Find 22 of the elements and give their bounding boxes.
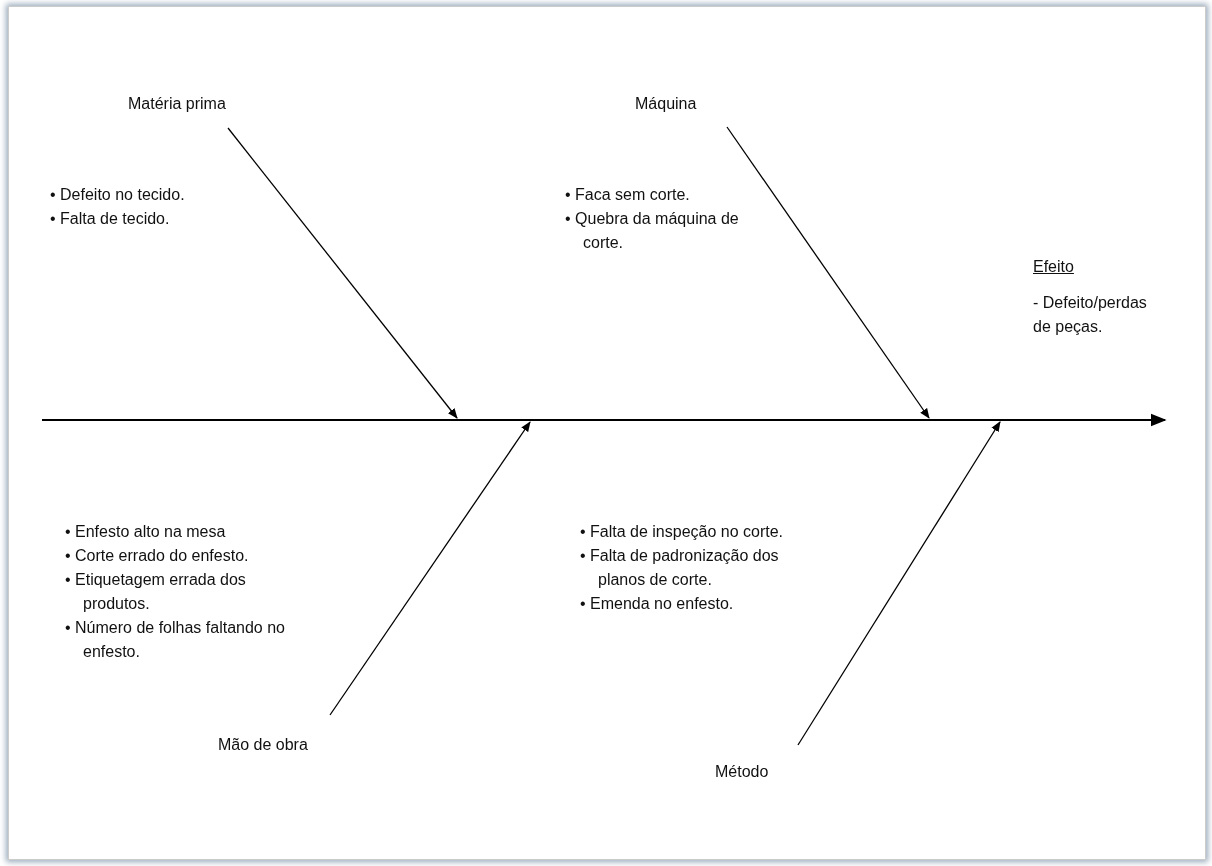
cause-item: • Número de folhas faltando no enfesto.: [65, 618, 286, 662]
arrow: [726, 126, 930, 419]
arrow: [227, 127, 458, 419]
arrow: [797, 421, 1001, 746]
category-label: Máquina: [635, 94, 698, 114]
category-label: Matéria prima: [128, 94, 227, 114]
spine-arrow: [41, 413, 1167, 427]
cause-item: • Emenda no enfesto.: [580, 594, 735, 614]
cause-item: • Etiquetagem errada dos produtos.: [65, 570, 247, 614]
effect-text: - Defeito/perdas de peças.: [1033, 293, 1148, 337]
category-label: Método: [715, 762, 770, 782]
category-label: Mão de obra: [218, 735, 309, 755]
cause-item: • Defeito no tecido.: [50, 185, 186, 205]
cause-item: • Falta de tecido.: [50, 209, 171, 229]
cause-item: • Falta de inspeção no corte.: [580, 522, 785, 542]
cause-item: • Quebra da máquina de corte.: [565, 209, 740, 253]
arrow: [329, 421, 531, 716]
cause-item: • Corte errado do enfesto.: [65, 546, 250, 566]
cause-item: • Enfesto alto na mesa: [65, 522, 227, 542]
effect-heading: Efeito: [1033, 257, 1074, 277]
cause-item: • Faca sem corte.: [565, 185, 691, 205]
cause-item: • Falta de padronização dos planos de corte.: [580, 546, 780, 590]
